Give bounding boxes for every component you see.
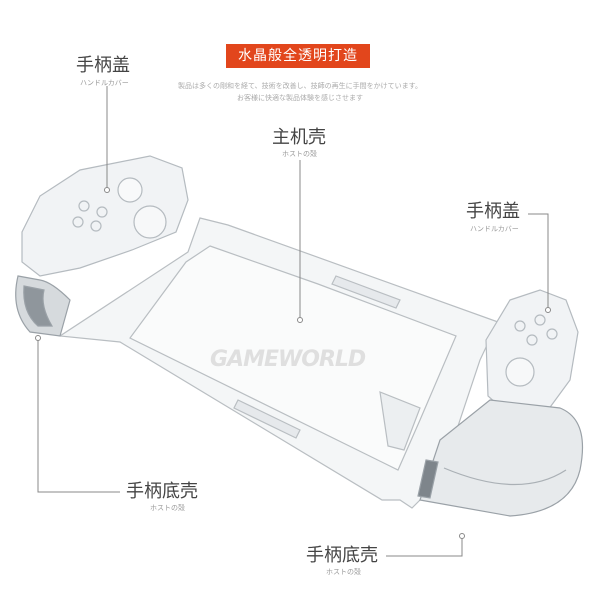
- callout-bottom-right-title: 手柄底壳: [306, 545, 378, 566]
- callout-bottom-left-title: 手柄底壳: [126, 481, 198, 502]
- left-handle-bottom: [15, 275, 71, 337]
- description-line-2: お客様に快適な製品体験を感じさせます: [237, 94, 363, 102]
- description-line-1: 製品は多くの剛和を経て、技術を改善し、技師の再生に手間をかけています。: [178, 82, 422, 90]
- description: 製品は多くの剛和を経て、技術を改善し、技師の再生に手間をかけています。 お客様に…: [150, 80, 450, 104]
- callout-center-subtitle: ホストの殻: [282, 150, 317, 158]
- right-handle-cover: [485, 289, 579, 415]
- callout-top-left-title: 手柄盖: [76, 55, 130, 76]
- watermark: GAMEWORLD: [210, 347, 366, 372]
- left-handle-cover: [21, 155, 189, 277]
- right-handle-bottom: [417, 399, 584, 517]
- callout-center-title: 主机壳: [272, 127, 326, 148]
- callout-bottom-left-subtitle: ホストの殻: [150, 504, 185, 512]
- callout-lines: [35, 86, 551, 557]
- callout-right-subtitle: ハンドルカバー: [470, 225, 519, 233]
- title-banner: 水晶般全透明打造: [226, 44, 370, 68]
- callout-right-title: 手柄盖: [466, 201, 520, 222]
- callout-bottom-right-subtitle: ホストの殻: [326, 568, 361, 576]
- callout-top-left-subtitle: ハンドルカバー: [80, 79, 129, 87]
- main-shell: [58, 217, 499, 509]
